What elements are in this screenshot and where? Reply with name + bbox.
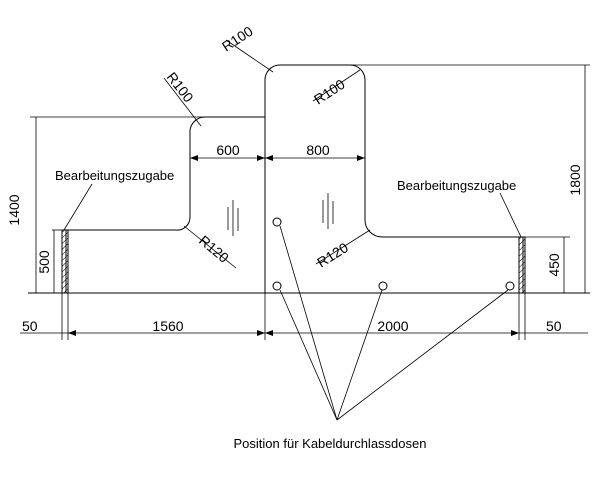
allowance-label-left: Bearbeitungszugabe bbox=[55, 168, 174, 183]
cable-hole-right bbox=[505, 281, 515, 291]
dim-label-50-right: 50 bbox=[546, 318, 562, 334]
arrow-1560-right bbox=[257, 330, 265, 336]
allowance-leader-left bbox=[63, 183, 93, 231]
cable-hole-middle bbox=[378, 281, 388, 291]
glass-mark-right bbox=[322, 193, 334, 229]
dim-label-50-left: 50 bbox=[22, 318, 38, 334]
allowance-label-right: Bearbeitungszugabe bbox=[397, 178, 516, 193]
radius-label-r100-top: R100 bbox=[219, 23, 256, 55]
dim-label-600: 600 bbox=[216, 142, 240, 158]
arrow-800-right bbox=[357, 155, 365, 161]
arrow-800-left bbox=[265, 155, 273, 161]
dim-label-450: 450 bbox=[546, 253, 562, 277]
dim-label-800: 800 bbox=[306, 142, 330, 158]
allowance-leader-right bbox=[499, 192, 522, 238]
radius-leaders bbox=[163, 39, 371, 269]
cable-hole-left bbox=[272, 281, 282, 291]
dim-label-2000: 2000 bbox=[377, 318, 408, 334]
arrow-1560-left bbox=[68, 330, 76, 336]
dim-label-1560: 1560 bbox=[152, 318, 183, 334]
dim-label-1800: 1800 bbox=[567, 164, 583, 195]
arrow-2000-right bbox=[511, 330, 519, 336]
caption-leaders bbox=[279, 225, 509, 421]
dim-label-1400: 1400 bbox=[6, 194, 22, 225]
allowance-strip-right bbox=[518, 236, 526, 294]
dim-label-500: 500 bbox=[36, 250, 52, 274]
radius-label-r120-right: R120 bbox=[314, 239, 351, 270]
arrow-600-left bbox=[190, 155, 198, 161]
allowance-strip-left bbox=[61, 229, 69, 294]
bottom-extension-lines bbox=[61, 293, 526, 340]
radius-label-r100-left: R100 bbox=[164, 69, 197, 105]
arrow-2000-left bbox=[265, 330, 273, 336]
cable-hole-upper bbox=[272, 217, 282, 227]
glass-mark-left bbox=[227, 200, 239, 236]
cable-position-caption: Position für Kabeldurchlassdosen bbox=[234, 436, 427, 451]
arrow-600-right bbox=[257, 155, 265, 161]
radius-label-r100-inner: R100 bbox=[311, 76, 348, 108]
